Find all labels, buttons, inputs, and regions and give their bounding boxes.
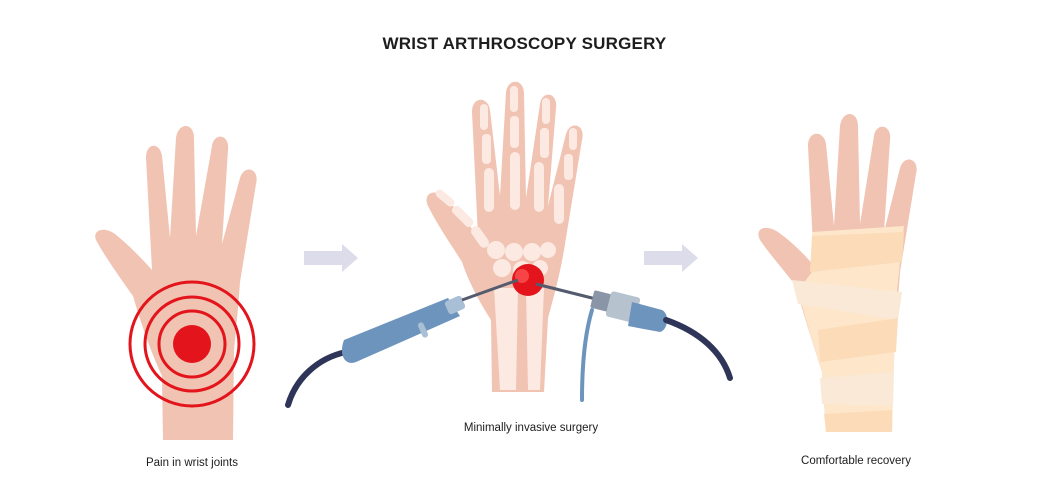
surgery-hand (426, 81, 583, 392)
caption-recovery: Comfortable recovery (801, 455, 911, 467)
arthroscope-icon (285, 278, 519, 408)
bandage-icon (792, 226, 904, 432)
caption-pain: Pain in wrist joints (145, 457, 239, 469)
caption-surgery: Minimally invasive surgery (463, 422, 599, 434)
diagram-title: WRIST ARTHROSCOPY SURGERY (382, 34, 667, 53)
arrow-right-icon (644, 244, 698, 272)
pain-target-icon (128, 280, 256, 408)
shaver-icon (535, 282, 733, 402)
arrow-right-icon (304, 244, 358, 272)
